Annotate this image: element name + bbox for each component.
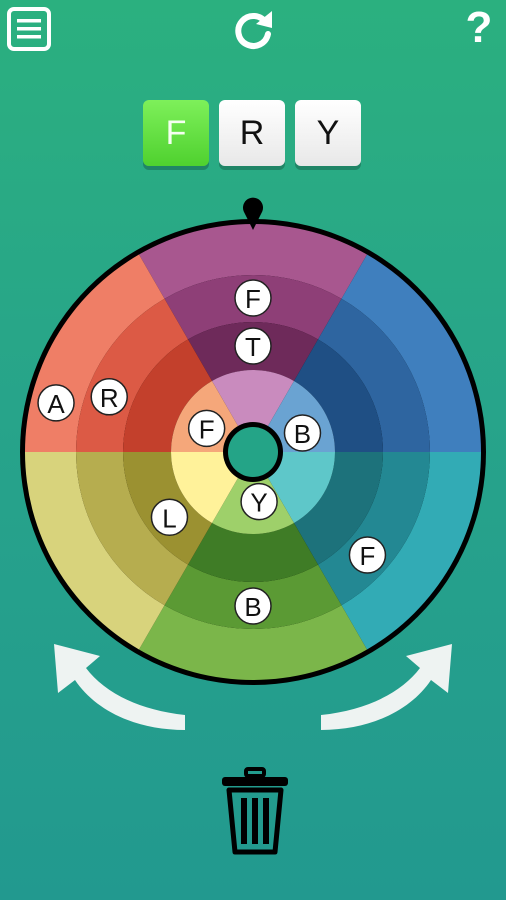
letter-token-bg xyxy=(234,279,272,317)
letter-token-char: B xyxy=(244,592,261,622)
letter-token-bg xyxy=(348,536,387,574)
letter-token-bg xyxy=(234,587,272,625)
letter-token-char: A xyxy=(47,389,65,419)
tile-letter: R xyxy=(239,113,265,152)
letter-token-bg xyxy=(90,378,128,416)
wheel-cell-blue-ring-2[interactable] xyxy=(294,339,383,452)
letter-token[interactable]: R xyxy=(90,378,128,416)
trash-icon[interactable] xyxy=(220,766,290,856)
wheel-cell-green-ring-0[interactable] xyxy=(139,605,367,680)
letter-token-bg xyxy=(283,414,322,452)
letter-token[interactable]: B xyxy=(234,587,272,625)
word-tile-1: F xyxy=(143,100,209,166)
letter-token[interactable]: F xyxy=(348,536,387,574)
letter-token-char: T xyxy=(245,332,261,362)
letter-token-bg xyxy=(37,384,75,422)
pointer-icon xyxy=(243,197,263,230)
letter-token-char: L xyxy=(162,503,176,533)
letter-token[interactable]: F xyxy=(234,279,272,317)
letter-token-char: F xyxy=(245,284,261,314)
wheel-cell-green-ring-2[interactable] xyxy=(188,523,318,582)
wheel-cell-yellow-ring-1[interactable] xyxy=(76,452,188,606)
letter-token[interactable]: L xyxy=(150,498,189,537)
letter-token-char: F xyxy=(359,541,375,571)
tile-letter: F xyxy=(165,113,187,152)
letter-token-bg xyxy=(187,409,226,448)
word-tile-2: R xyxy=(219,100,285,166)
wheel-cell-blue-ring-0[interactable] xyxy=(341,254,482,452)
letter-token[interactable]: B xyxy=(283,414,322,452)
question-mark-icon[interactable]: ? xyxy=(456,6,502,52)
word-tile-3: Y xyxy=(295,100,361,166)
letter-token[interactable]: A xyxy=(37,384,75,422)
letter-token[interactable]: T xyxy=(234,327,272,365)
svg-text:?: ? xyxy=(466,6,493,52)
letter-token-char: Y xyxy=(250,488,267,518)
rotate-left-arrow-icon[interactable] xyxy=(40,630,190,740)
wheel-cell-purple-ring-3[interactable] xyxy=(212,370,294,452)
wheel-cell-teal-ring-2[interactable] xyxy=(294,452,383,565)
letter-token-bg xyxy=(240,482,278,521)
letter-token-char: R xyxy=(100,383,119,413)
letter-token-bg xyxy=(150,498,189,537)
hamburger-menu-icon[interactable] xyxy=(6,6,52,52)
wheel-cell-blue-ring-1[interactable] xyxy=(318,298,430,452)
tile-letter: Y xyxy=(316,113,340,152)
letter-token[interactable]: F xyxy=(187,409,226,448)
letter-token-char: F xyxy=(199,414,215,444)
rotate-right-arrow-icon[interactable] xyxy=(316,630,466,740)
wheel-cell-teal-ring-0[interactable] xyxy=(341,452,482,650)
letter-token-char: B xyxy=(294,419,311,449)
wheel-cell-teal-ring-1[interactable] xyxy=(318,452,430,606)
wheel-cell-yellow-ring-0[interactable] xyxy=(25,452,165,650)
wheel-cell-purple-ring-0[interactable] xyxy=(139,223,367,299)
wheel-hub-center xyxy=(228,427,278,477)
wheel-cell-red-ring-2[interactable] xyxy=(123,339,212,452)
restart-icon[interactable] xyxy=(230,6,276,52)
letter-token[interactable]: Y xyxy=(240,482,278,521)
letter-token-bg xyxy=(234,327,272,365)
